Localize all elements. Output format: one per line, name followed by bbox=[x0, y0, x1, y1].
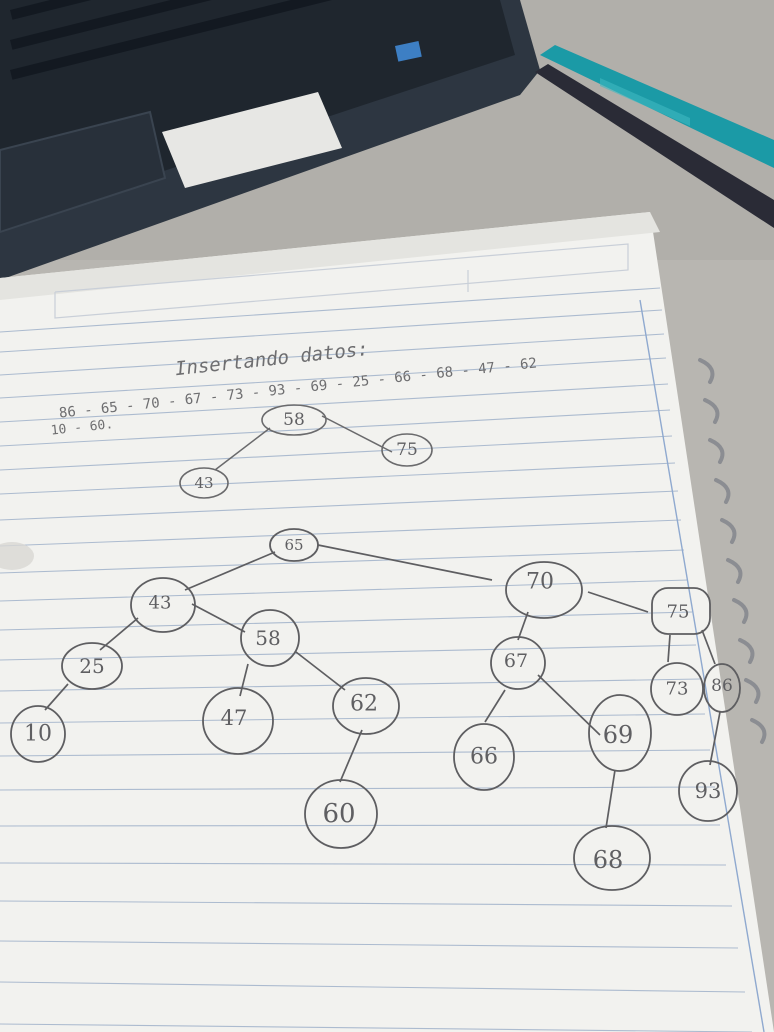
laptop-sticker bbox=[162, 92, 342, 188]
svg-text:69: 69 bbox=[603, 721, 634, 749]
svg-text:62: 62 bbox=[350, 692, 378, 717]
page-smudge bbox=[0, 542, 34, 570]
keyboard bbox=[10, 0, 469, 80]
tree-node: 43 bbox=[130, 577, 196, 633]
tree-node: 58 bbox=[261, 404, 327, 436]
svg-text:58: 58 bbox=[255, 626, 280, 650]
svg-text:93: 93 bbox=[695, 779, 722, 803]
svg-text:86: 86 bbox=[711, 676, 733, 696]
small-tree-edges bbox=[214, 415, 393, 471]
small-tree: 58 43 75 bbox=[179, 404, 433, 499]
svg-text:43: 43 bbox=[194, 474, 213, 492]
tree-node: 43 bbox=[179, 467, 229, 499]
tree-node: 70 bbox=[505, 561, 583, 619]
tree-node: 67 bbox=[490, 636, 546, 690]
svg-text:25: 25 bbox=[79, 654, 104, 678]
big-tree: 65 43 70 25 58 10 47 62 bbox=[10, 528, 741, 891]
tree-node: 75 bbox=[381, 433, 433, 467]
svg-text:67: 67 bbox=[504, 650, 528, 672]
tree-node: 10 bbox=[10, 705, 66, 763]
tree-node: 58 bbox=[240, 609, 300, 667]
svg-text:10: 10 bbox=[24, 722, 52, 747]
svg-text:58: 58 bbox=[283, 410, 305, 430]
svg-text:70: 70 bbox=[526, 570, 554, 595]
tree-node: 93 bbox=[678, 760, 738, 822]
notebook-page bbox=[0, 212, 774, 1032]
tree-node: 73 bbox=[650, 662, 704, 716]
laptop-icon bbox=[0, 0, 540, 280]
tree-node: 75 bbox=[651, 587, 711, 635]
svg-text:66: 66 bbox=[470, 745, 498, 770]
pen-icon bbox=[535, 45, 774, 228]
svg-text:73: 73 bbox=[666, 679, 689, 700]
spiral-binding-icon bbox=[698, 358, 767, 744]
tree-node: 66 bbox=[453, 723, 515, 791]
svg-text:65: 65 bbox=[284, 536, 303, 554]
tree-node: 65 bbox=[269, 528, 319, 562]
tree-node: 62 bbox=[332, 677, 400, 735]
margin-line bbox=[639, 299, 765, 1032]
svg-text:68: 68 bbox=[593, 846, 624, 874]
tree-node: 25 bbox=[61, 642, 123, 690]
svg-text:43: 43 bbox=[149, 593, 172, 614]
sequence-line-2: 10 - 60. bbox=[50, 417, 114, 438]
tree-node: 60 bbox=[304, 779, 378, 849]
tree-node: 86 bbox=[703, 663, 741, 713]
svg-text:60: 60 bbox=[322, 799, 355, 829]
ruled-lines bbox=[0, 287, 753, 1032]
tree-node: 47 bbox=[202, 687, 274, 755]
touchpad bbox=[0, 110, 167, 234]
svg-text:75: 75 bbox=[396, 440, 418, 460]
svg-text:47: 47 bbox=[221, 706, 248, 730]
tree-node: 69 bbox=[588, 694, 652, 772]
svg-text:75: 75 bbox=[667, 602, 690, 623]
big-tree-edges bbox=[44, 544, 721, 829]
tree-node: 68 bbox=[573, 825, 651, 891]
